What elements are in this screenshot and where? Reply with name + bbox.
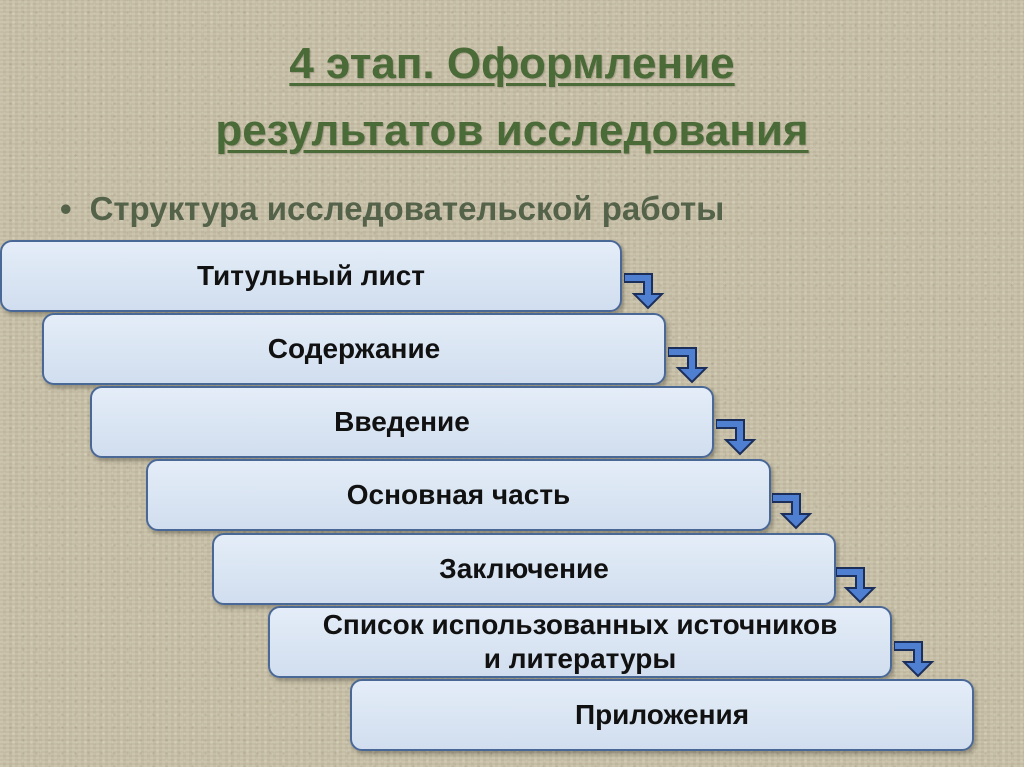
step-main-part: Основная часть [146, 459, 771, 531]
step-introduction-label: Введение [334, 406, 470, 437]
step-references-label-line-1: Список использованных источников [322, 609, 838, 640]
page-title-line-1-text: 4 этап. Оформление [289, 39, 735, 88]
step-conclusion: Заключение [212, 533, 836, 605]
step-appendices: Приложения [350, 679, 974, 751]
step-introduction: Введение [90, 386, 714, 458]
step-references-label: Список использованных источников и литер… [323, 608, 838, 676]
step-main-part-label: Основная часть [346, 479, 571, 510]
step-appendices-label: Приложения [574, 699, 750, 730]
subtitle-text: Структура исследовательской работы [89, 190, 725, 227]
step-references: Список использованных источников и литер… [268, 606, 892, 678]
step-down-arrow-icon [894, 641, 935, 678]
step-contents: Содержание [42, 313, 666, 385]
step-down-arrow-icon [772, 493, 813, 530]
step-title-page: Титульный лист [0, 240, 622, 312]
subtitle: • Структура исследовательской работы [60, 190, 724, 228]
bullet-icon: • [60, 190, 72, 227]
step-down-arrow-icon [668, 347, 709, 384]
step-down-arrow-icon [716, 419, 757, 456]
step-references-label-line-2: и литературы [483, 643, 677, 674]
step-down-arrow-icon [836, 567, 877, 604]
page-title-line-2: результатов исследования [0, 105, 1024, 157]
step-title-page-label: Титульный лист [197, 260, 425, 291]
step-down-arrow-icon [624, 273, 665, 310]
step-conclusion-label: Заключение [439, 553, 609, 584]
page-title-line-2-text: результатов исследования [215, 106, 809, 155]
page-title-line-1: 4 этап. Оформление [0, 38, 1024, 90]
step-contents-label: Содержание [267, 333, 441, 364]
